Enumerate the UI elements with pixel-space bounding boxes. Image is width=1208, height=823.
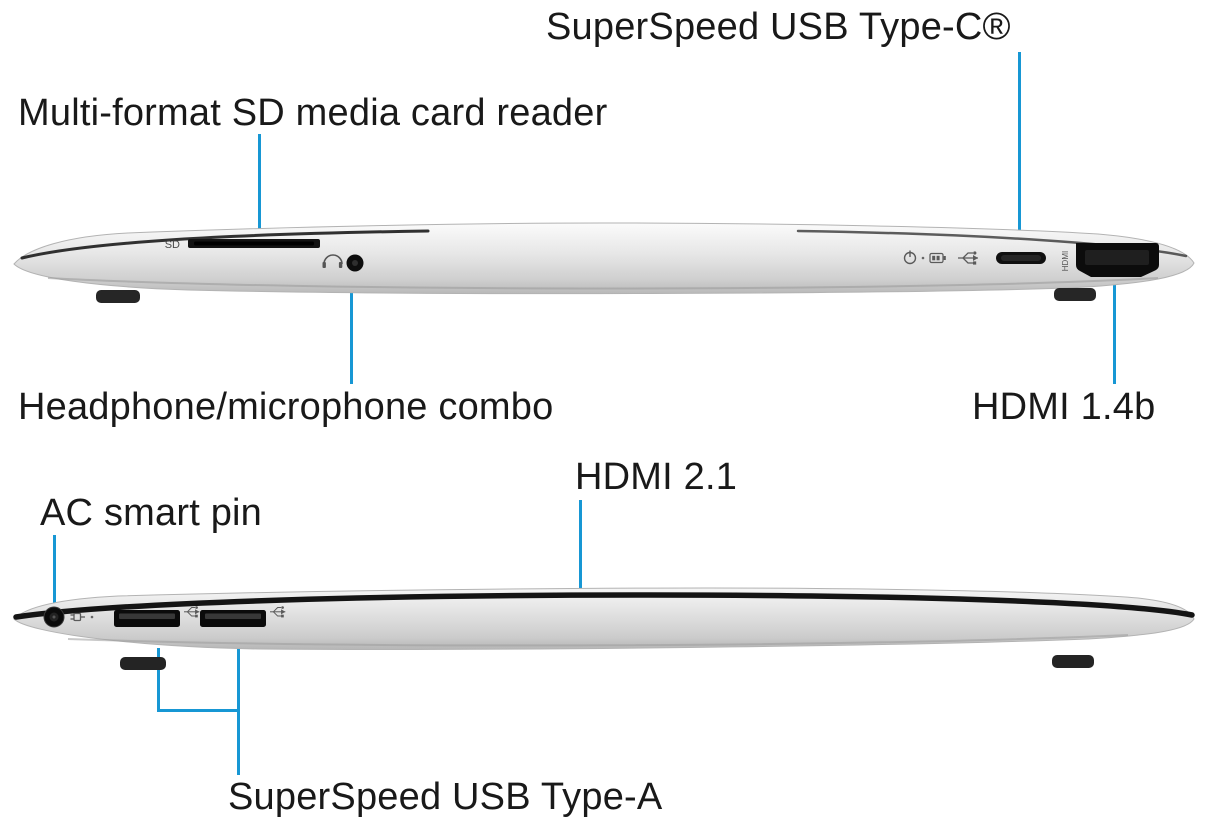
- sd-card-slot: SD: [165, 239, 320, 251]
- callout-line-sd: [258, 134, 261, 240]
- laptop-left-side-view: [13, 587, 1195, 670]
- label-usb-type-a: SuperSpeed USB Type-A: [228, 776, 663, 818]
- label-sd-card-reader: Multi-format SD media card reader: [18, 92, 608, 134]
- callout-line-headphone: [350, 272, 353, 384]
- callout-line-hdmi-21: [579, 500, 582, 598]
- headphone-jack-port: [346, 254, 364, 272]
- rubber-foot: [96, 290, 140, 303]
- laptop-body: [13, 587, 1195, 650]
- label-hdmi-14b: HDMI 1.4b: [972, 386, 1156, 428]
- ac-pin-port: [43, 606, 65, 628]
- power-icon: [903, 250, 917, 265]
- callout-line-ac-pin: [53, 535, 56, 603]
- sd-marking: SD: [165, 239, 180, 251]
- callout-line-usb-a-1: [157, 648, 160, 712]
- usb-a-port: [200, 610, 266, 627]
- rubber-foot: [1054, 288, 1096, 301]
- rubber-foot: [1052, 655, 1094, 668]
- callout-line-usb-c: [1018, 52, 1021, 250]
- dot-icon: [90, 615, 94, 619]
- callout-line-usb-a-connector: [157, 709, 240, 712]
- rubber-foot: [120, 657, 166, 670]
- usb-ss-icon: [184, 606, 200, 618]
- usb-a-port: [114, 610, 180, 627]
- headphone-icon: [322, 254, 343, 268]
- battery-icon: [929, 252, 946, 264]
- label-headphone-combo: Headphone/microphone combo: [18, 386, 554, 428]
- label-usb-type-c: SuperSpeed USB Type-C®: [546, 6, 1011, 48]
- dot-icon: [921, 256, 925, 260]
- power-plug-icon: [70, 612, 85, 622]
- callout-line-hdmi-14b: [1113, 280, 1116, 384]
- usb-c-port: [996, 252, 1046, 264]
- laptop-right-side-view: SD: [13, 222, 1195, 303]
- hdmi-port: [1076, 243, 1159, 277]
- label-hdmi-21: HDMI 2.1: [575, 456, 738, 498]
- usb-trident-icon: [958, 251, 978, 265]
- usb-ss-icon: [270, 606, 286, 618]
- hdmi-marking: HDMI: [1061, 251, 1070, 271]
- label-ac-smart-pin: AC smart pin: [40, 492, 263, 534]
